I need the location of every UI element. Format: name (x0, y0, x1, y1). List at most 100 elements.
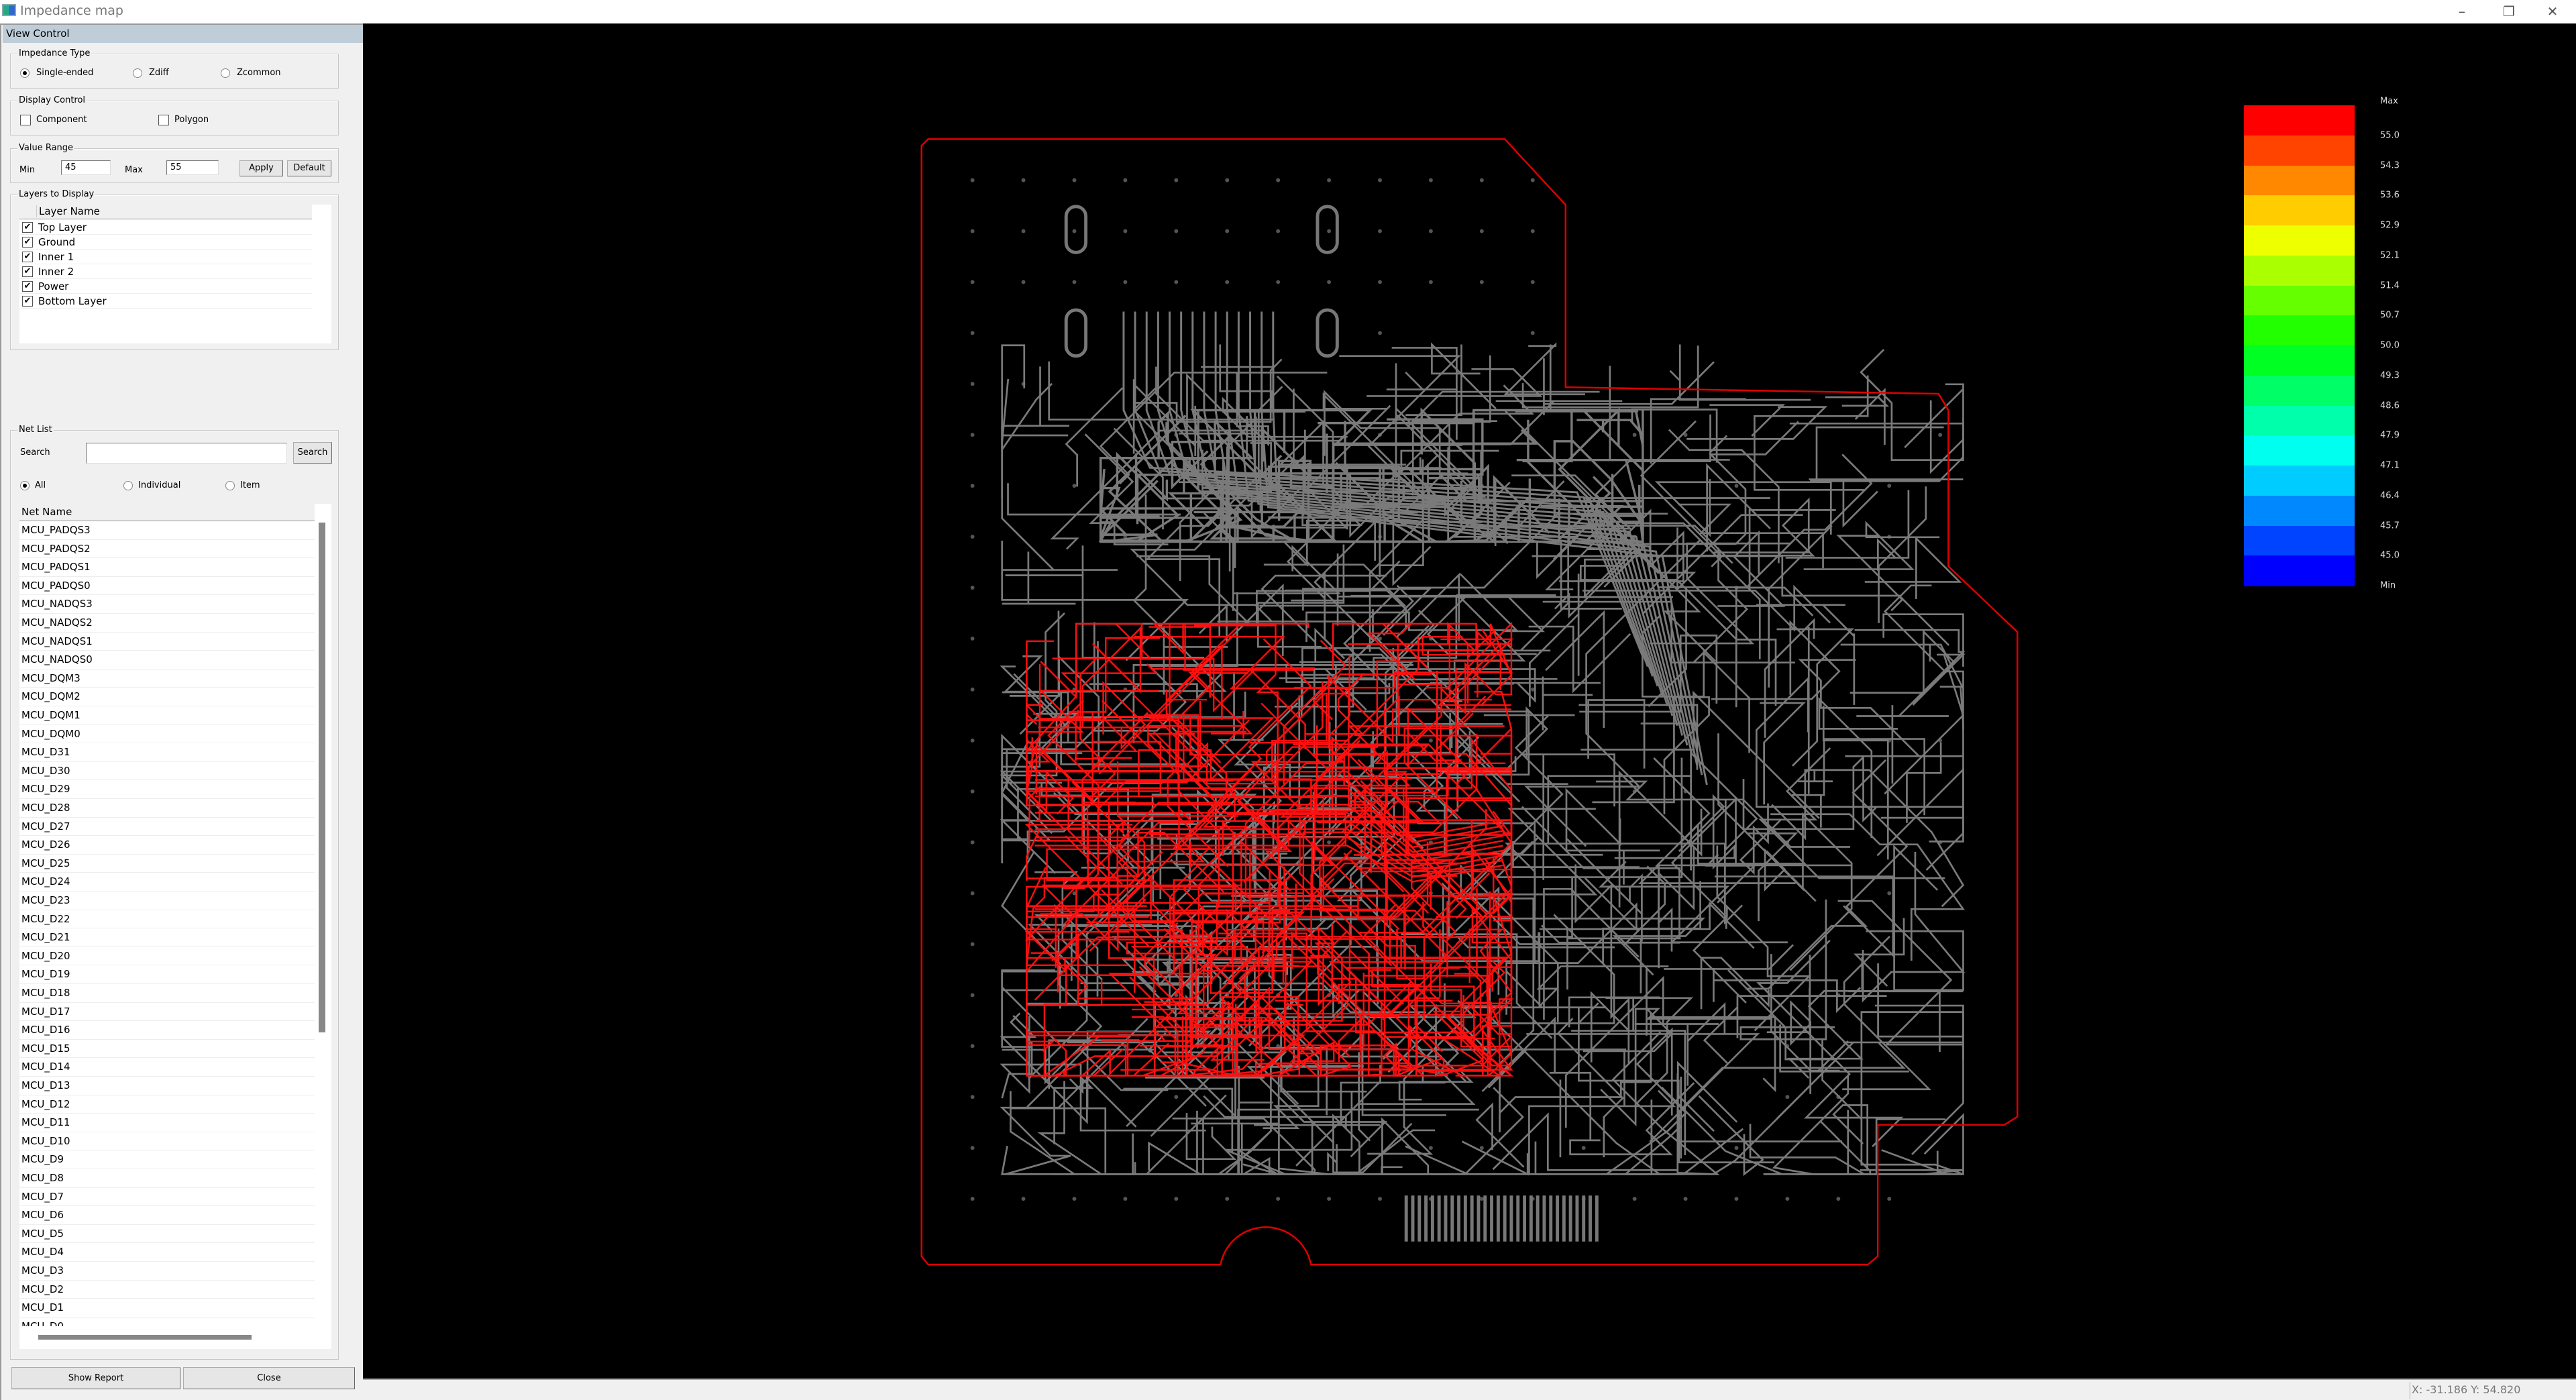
net-list-item[interactable]: MCU_PADQS0 (19, 577, 315, 596)
max-input[interactable]: 55 (166, 160, 219, 175)
net-list-item[interactable]: MCU_DQM2 (19, 688, 315, 706)
via (1887, 484, 1892, 488)
net-list-item[interactable]: MCU_D6 (19, 1206, 315, 1225)
layer-row[interactable]: ✔Top Layer (19, 220, 312, 235)
layer-row[interactable]: ✔Inner 2 (19, 264, 312, 279)
layer-checkbox[interactable]: ✔ (22, 296, 33, 307)
net-list-item[interactable]: MCU_NADQS2 (19, 614, 315, 633)
net-list-item[interactable]: MCU_D5 (19, 1225, 315, 1244)
net-list-item[interactable]: MCU_D25 (19, 855, 315, 873)
net-list-item[interactable]: MCU_D7 (19, 1188, 315, 1207)
net-list-item[interactable]: MCU_D13 (19, 1077, 315, 1095)
connector-slot (1064, 308, 1088, 358)
net-list-item[interactable]: MCU_DQM3 (19, 669, 315, 688)
net-list-item[interactable]: MCU_D14 (19, 1058, 315, 1077)
impedance-type-group: Impedance Type Single-ended Zdiff Zcommo… (10, 48, 339, 89)
net-list-item[interactable]: MCU_D20 (19, 947, 315, 966)
legend-label: 48.6 (2380, 400, 2400, 411)
net-list-item[interactable]: MCU_DQM1 (19, 706, 315, 725)
apply-button[interactable]: Apply (239, 160, 283, 176)
layer-checkbox[interactable]: ✔ (22, 252, 33, 262)
net-list-item[interactable]: MCU_D3 (19, 1262, 315, 1281)
layer-row[interactable]: ✔Inner 1 (19, 250, 312, 264)
net-list-item[interactable]: MCU_D17 (19, 1003, 315, 1022)
pcb-view[interactable] (363, 23, 2576, 1379)
net-list-item[interactable]: MCU_D23 (19, 892, 315, 910)
polygon-checkbox[interactable] (158, 115, 169, 125)
bus-trace (1134, 311, 1649, 667)
via (1276, 280, 1281, 284)
net-list-item[interactable]: MCU_DQM0 (19, 725, 315, 744)
net-list-item[interactable]: MCU_NADQS1 (19, 633, 315, 651)
net-list-item[interactable]: MCU_D15 (19, 1040, 315, 1059)
show-report-button[interactable]: Show Report (11, 1367, 180, 1389)
layer-checkbox[interactable]: ✔ (22, 266, 33, 277)
net-list-item[interactable]: MCU_PADQS3 (19, 521, 315, 540)
net-list-item[interactable]: MCU_D27 (19, 818, 315, 837)
default-button[interactable]: Default (287, 160, 331, 176)
horizontal-scrollbar[interactable] (38, 1335, 252, 1340)
radio-indicator[interactable] (20, 68, 30, 78)
via (970, 840, 975, 845)
trace (1148, 819, 1306, 883)
trace (1565, 788, 1660, 885)
trace (1255, 560, 1401, 626)
net-list-item[interactable]: MCU_D30 (19, 762, 315, 781)
trace (1770, 813, 1966, 961)
net-list-item[interactable]: MCU_NADQS0 (19, 651, 315, 669)
high-impedance-traces (1024, 621, 1514, 1077)
layer-row[interactable]: ✔Bottom Layer (19, 294, 312, 309)
net-list-item[interactable]: MCU_D26 (19, 836, 315, 855)
via (1021, 1197, 1026, 1201)
minimize-button[interactable]: – (2459, 3, 2465, 19)
net-list-item[interactable]: MCU_D24 (19, 873, 315, 892)
net-list-item[interactable]: MCU_PADQS2 (19, 540, 315, 559)
maximize-button[interactable]: ❐ (2503, 3, 2515, 19)
net-list-item[interactable]: MCU_D18 (19, 984, 315, 1003)
vertical-scrollbar[interactable] (319, 523, 325, 1032)
net-list-item[interactable]: MCU_D10 (19, 1132, 315, 1151)
layer-checkbox[interactable]: ✔ (22, 237, 33, 248)
net-list-item[interactable]: MCU_D29 (19, 780, 315, 799)
net-list-item[interactable]: MCU_D21 (19, 928, 315, 947)
net-list-item[interactable]: MCU_D11 (19, 1114, 315, 1132)
net-list-item[interactable]: MCU_D16 (19, 1021, 315, 1040)
net-list-item[interactable]: MCU_D1 (19, 1299, 315, 1317)
net-list-item[interactable]: MCU_D28 (19, 799, 315, 818)
layer-row[interactable]: ✔Power (19, 279, 312, 294)
trace (1686, 1002, 1726, 1086)
edge-pin (1595, 1195, 1599, 1242)
net-list-item[interactable]: MCU_D22 (19, 910, 315, 929)
via (970, 1146, 975, 1150)
layer-row[interactable]: ✔Ground (19, 235, 312, 250)
trace (1099, 420, 1254, 505)
trace (1222, 372, 1306, 447)
radio-indicator[interactable] (133, 68, 142, 78)
net-list-item[interactable]: MCU_PADQS1 (19, 558, 315, 577)
net-list-item[interactable]: MCU_D9 (19, 1150, 315, 1169)
close-button[interactable]: Close (183, 1367, 355, 1389)
layer-checkbox[interactable]: ✔ (22, 281, 33, 292)
net-list-item[interactable]: MCU_D19 (19, 965, 315, 984)
close-window-button[interactable]: ✕ (2546, 3, 2559, 19)
radio-indicator[interactable] (20, 481, 30, 490)
radio-indicator[interactable] (221, 68, 230, 78)
net-list-item[interactable]: MCU_NADQS3 (19, 595, 315, 614)
net-list-item[interactable]: MCU_D2 (19, 1281, 315, 1299)
net-list-item[interactable]: MCU_D0 (19, 1317, 315, 1326)
value-range-group: Value Range Min 45 Max 55 Apply Default (10, 143, 339, 183)
net-list-item[interactable]: MCU_D12 (19, 1095, 315, 1114)
radio-indicator[interactable] (123, 481, 133, 490)
via (1938, 433, 1943, 437)
layer-checkbox[interactable]: ✔ (22, 222, 33, 233)
net-search-input[interactable] (86, 443, 287, 464)
min-input[interactable]: 45 (61, 160, 111, 175)
net-list-item[interactable]: MCU_D4 (19, 1243, 315, 1262)
net-list-item[interactable]: MCU_D31 (19, 743, 315, 762)
net-list-item[interactable]: MCU_D8 (19, 1169, 315, 1188)
search-button[interactable]: Search (293, 442, 332, 464)
component-checkbox[interactable] (20, 115, 31, 125)
radio-indicator[interactable] (225, 481, 235, 490)
